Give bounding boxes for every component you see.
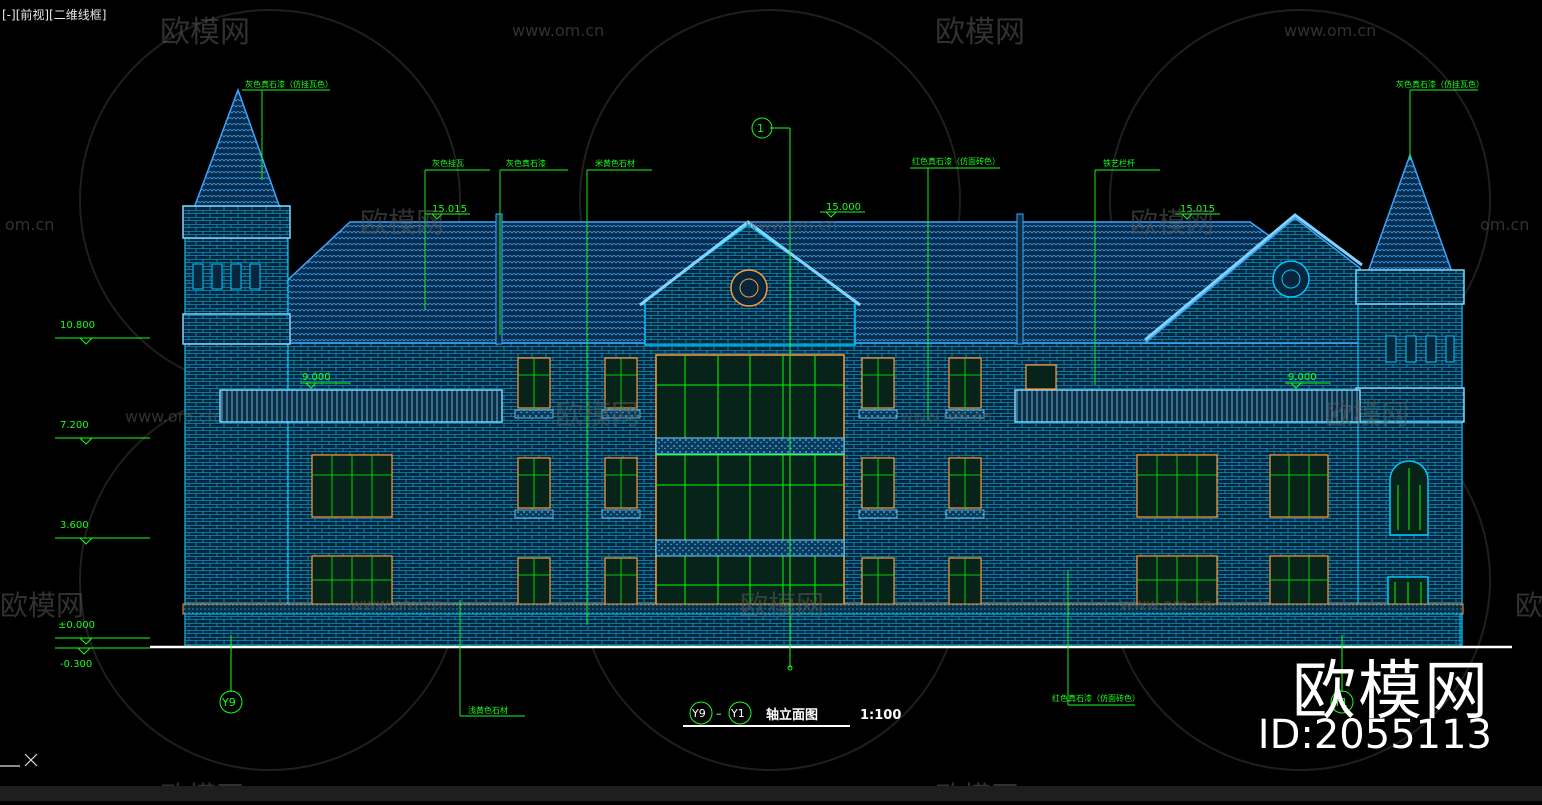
- svg-text:om.cn: om.cn: [5, 215, 54, 234]
- svg-text:欧模网: 欧模网: [160, 15, 250, 50]
- svg-text:欧模网: 欧模网: [1130, 206, 1214, 239]
- right-balcony-railing: [1014, 389, 1361, 423]
- axis-bubble-center: 1: [757, 122, 764, 135]
- right-round-window: [1272, 260, 1310, 298]
- svg-text:www.om.cn: www.om.cn: [1120, 595, 1212, 614]
- title-text: 轴立面图: [766, 707, 818, 723]
- balcony-level-right: 9.000: [1288, 372, 1317, 383]
- annotation-leaders: [242, 89, 1478, 717]
- title-axis-from: Y9: [691, 707, 706, 720]
- left-balcony-railing: [219, 389, 503, 423]
- svg-text:欧模网: 欧模网: [1515, 589, 1542, 622]
- center-round-window: [730, 269, 768, 307]
- level-7200: 7.200: [60, 420, 89, 431]
- svg-text:www.om.cn: www.om.cn: [1284, 21, 1376, 40]
- center-axis: [751, 117, 793, 671]
- svg-text:欧模网: 欧模网: [555, 398, 639, 431]
- axis-bubble-right: Y1: [1333, 696, 1348, 709]
- note-wall-paint-top: 红色真石漆（仿面砖色）: [912, 156, 1000, 166]
- right-gable: [1142, 217, 1361, 344]
- svg-text:www.om.cn: www.om.cn: [512, 21, 604, 40]
- left-tower-spire: [192, 87, 282, 209]
- svg-text:欧模网: 欧模网: [1325, 398, 1409, 431]
- title-axis-to: Y1: [730, 707, 745, 720]
- svg-text:欧模网: 欧模网: [360, 206, 444, 239]
- note-railing: 铁艺栏杆: [1103, 158, 1135, 168]
- balcony-level-left: 9.000: [302, 372, 331, 383]
- note-left-tower-roof: 灰色真石漆（仿挂瓦色）: [245, 79, 333, 89]
- axis-lines-bottom: [219, 635, 1354, 714]
- axis-bubble-left: Y9: [221, 696, 236, 709]
- ucs-icon: [0, 753, 38, 767]
- level-markers: [55, 337, 150, 655]
- svg-text:om.cn: om.cn: [1480, 215, 1529, 234]
- svg-text:www.om.cn: www.om.cn: [745, 215, 837, 234]
- svg-text:欧模网: 欧模网: [935, 15, 1025, 50]
- level-3600: 3.600: [60, 520, 89, 531]
- note-wall-stone: 米黄色石材: [595, 158, 635, 168]
- note-wall-paint-bottom: 红色真石漆（仿面砖色）: [1052, 693, 1140, 703]
- model-id-stamp: ID:2055113: [1257, 712, 1492, 758]
- note-roof-tile: 灰色挂瓦: [432, 158, 464, 168]
- right-tower-spire: [1366, 152, 1454, 273]
- brand-stamp: 欧模网: [1292, 655, 1490, 729]
- roof-level-center: 15.000: [826, 202, 861, 213]
- level-10800: 10.800: [60, 320, 95, 331]
- status-strip: [0, 786, 1542, 801]
- note-roof-ridge: 灰色真石漆: [506, 158, 546, 168]
- note-right-tower-roof: 灰色真石漆（仿挂瓦色）: [1396, 79, 1484, 89]
- note-base-stone: 浅黄色石材: [468, 705, 508, 715]
- watermark-overlay: 欧模网 www.om.cn 欧模网 www.om.cn om.cn 欧模网 ww…: [0, 15, 1542, 805]
- level-minus-300: -0.300: [60, 659, 92, 670]
- building-elevation: [182, 87, 1465, 647]
- svg-text:www.om.cn: www.om.cn: [350, 595, 442, 614]
- level-ground: ±0.000: [58, 620, 95, 631]
- roof-level-right: 15.015: [1180, 204, 1215, 215]
- svg-text:欧模网: 欧模网: [740, 589, 824, 622]
- viewport-label[interactable]: [-][前视][二维线框]: [0, 8, 109, 22]
- drawing-title: Y9 – Y1 轴立面图 1:100: [683, 701, 901, 727]
- svg-text:欧模网: 欧模网: [0, 589, 84, 622]
- roof-level-left: 15.015: [432, 204, 467, 215]
- svg-text:www.om.cn: www.om.cn: [900, 407, 992, 426]
- svg-text:www.om.cn: www.om.cn: [125, 407, 217, 426]
- title-dash: –: [716, 707, 722, 720]
- title-scale: 1:100: [860, 708, 901, 723]
- roof-level-markers: [300, 211, 1330, 389]
